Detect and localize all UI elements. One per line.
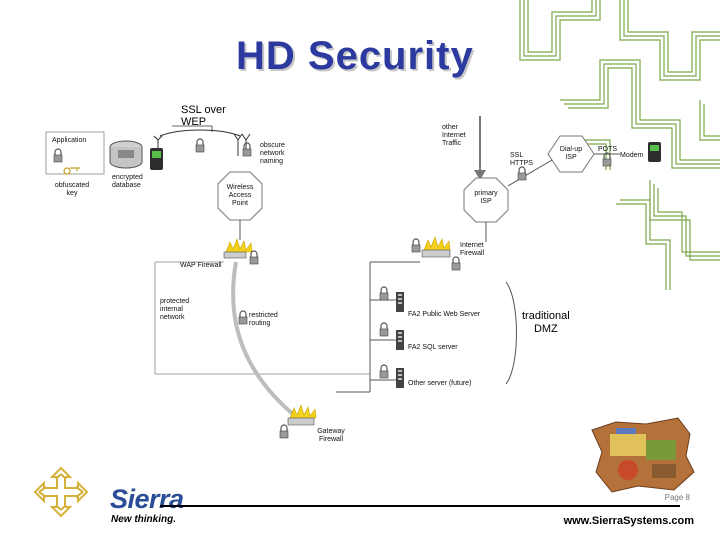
- gateway-firewall-label: Gateway Firewall: [317, 428, 345, 443]
- decorative-pattern: [519, 0, 720, 290]
- obfuscated-key-label: obfuscated key: [54, 182, 90, 197]
- key-icon: [63, 167, 80, 175]
- other-server-label: Other server (future): [408, 380, 472, 387]
- wap-firewall-label: WAP Firewall: [180, 262, 222, 269]
- wap-octagon: [217, 171, 263, 221]
- application-box: [45, 131, 105, 175]
- sierra-logo-icon: [33, 466, 89, 518]
- ssl-https-label: SSL HTTPS: [510, 152, 533, 167]
- brand-name: Sierra: [110, 484, 184, 514]
- pots-label: POTS: [598, 146, 618, 153]
- network-diagram: [45, 116, 661, 439]
- footer-divider: [160, 505, 680, 507]
- map-collage-image: [591, 417, 695, 493]
- phone-icon: [150, 148, 163, 170]
- modem-label: Modem: [620, 152, 644, 159]
- encrypted-database-label: encrypted database: [112, 174, 143, 189]
- restricted-routing-path: [231, 261, 302, 422]
- page-title: HD Security: [236, 34, 474, 78]
- antenna-icon: [153, 135, 163, 148]
- brand-tagline: New thinking.: [111, 514, 176, 525]
- dialup-isp-label: Dial-up ISP: [559, 146, 583, 161]
- modem-phone-icon: [648, 142, 661, 162]
- database-icon: [109, 140, 143, 169]
- web-server-label: FA2 Public Web Server: [408, 311, 481, 318]
- protected-network-label: protected internal network: [160, 298, 190, 321]
- traditional-dmz-label: traditional DMZ: [522, 310, 570, 335]
- page-number: Page 8: [664, 493, 690, 502]
- sql-server-label: FA2 SQL server: [408, 344, 458, 351]
- internet-firewall-label: Internet Firewall: [460, 242, 485, 257]
- dialup-isp-octagon: [547, 135, 595, 173]
- obscure-naming-label: obscure network naming: [260, 142, 285, 165]
- footer-url: www.SierraSystems.com: [563, 515, 694, 527]
- restricted-routing-label: restricted routing: [249, 312, 278, 327]
- ssl-over-wep-label: SSL over WEP: [181, 104, 226, 128]
- application-label: Application: [52, 137, 87, 144]
- primary-isp-octagon: [463, 177, 509, 223]
- wap-label: Wireless Access Point: [226, 184, 254, 207]
- primary-isp-label: primary ISP: [474, 190, 498, 205]
- other-traffic-label: other Internet Traffic: [442, 124, 466, 147]
